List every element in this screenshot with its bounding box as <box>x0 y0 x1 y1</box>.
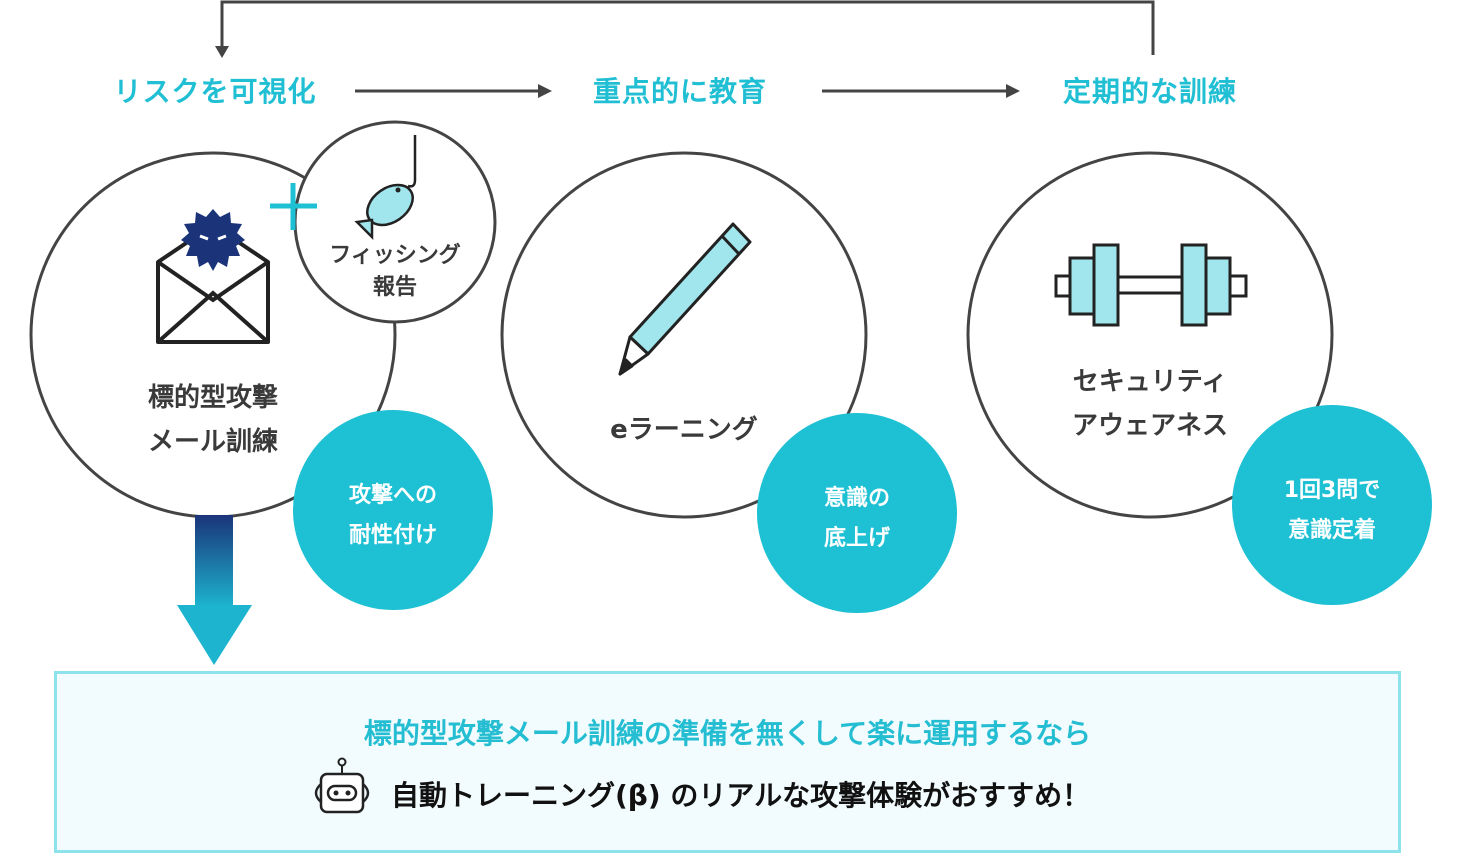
title-line: メール訓練 <box>147 427 278 457</box>
badge-line: 意識の <box>823 486 890 511</box>
dumbbell-icon <box>1054 243 1248 327</box>
callout-body-text: 自動トレーニング(β) のリアルな攻撃体験がおすすめ！ <box>391 779 1091 812</box>
badge-line: 意識定着 <box>1287 518 1376 543</box>
malware-email-icon <box>156 209 270 344</box>
flow-arrow-1 <box>355 84 552 98</box>
badge-circle-3 <box>1232 405 1432 605</box>
loop-arrowhead <box>215 46 229 58</box>
elearning-title: eラーニング <box>610 415 758 445</box>
step-focused-education: 重点的に教育 <box>592 75 767 108</box>
badge-line: 耐性付け <box>348 523 437 548</box>
fish-hook-icon <box>354 135 417 241</box>
pencil-icon <box>618 222 752 376</box>
step-regular-training: 定期的な訓練 <box>1062 75 1237 108</box>
badge-circle-1 <box>293 410 493 610</box>
email-training-title: 標的型攻撃 メール訓練 <box>113 376 313 464</box>
sub-line: フィッシング <box>329 243 461 268</box>
title-line: 標的型攻撃 <box>147 383 278 413</box>
plus-icon <box>270 183 317 230</box>
badge-circle-2 <box>757 413 957 613</box>
down-arrow <box>177 515 252 665</box>
badge-three-questions: 1回3問で 意識定着 <box>1252 471 1412 551</box>
callout-box: 標的型攻撃メール訓練の準備を無くして楽に運用するなら 自動トレーニング(β) の… <box>54 671 1401 853</box>
badge-attack-resistance: 攻撃への 耐性付け <box>313 476 473 556</box>
sub-line: 報告 <box>372 275 417 300</box>
callout-headline: 標的型攻撃メール訓練の準備を無くして楽に運用するなら <box>363 717 1092 750</box>
badge-line: 底上げ <box>823 526 890 551</box>
badge-line: 1回3問で <box>1283 478 1381 503</box>
phishing-report-label: フィッシング 報告 <box>315 240 475 304</box>
callout-body: 自動トレーニング(β) のリアルな攻撃体験がおすすめ！ <box>307 757 1091 816</box>
circle-awareness <box>966 151 1334 519</box>
awareness-title: セキュリティ アウェアネス <box>1050 360 1250 448</box>
badge-line: 攻撃への <box>348 483 437 508</box>
robot-icon <box>314 757 370 814</box>
circle-elearning <box>500 151 868 519</box>
title-line: セキュリティ <box>1072 367 1228 397</box>
step-visualize-risk: リスクを可視化 <box>113 75 317 108</box>
flow-arrow-2 <box>822 84 1020 98</box>
badge-raise-awareness: 意識の 底上げ <box>777 479 937 559</box>
title-line: アウェアネス <box>1071 411 1228 441</box>
loop-arrow <box>220 0 1155 55</box>
